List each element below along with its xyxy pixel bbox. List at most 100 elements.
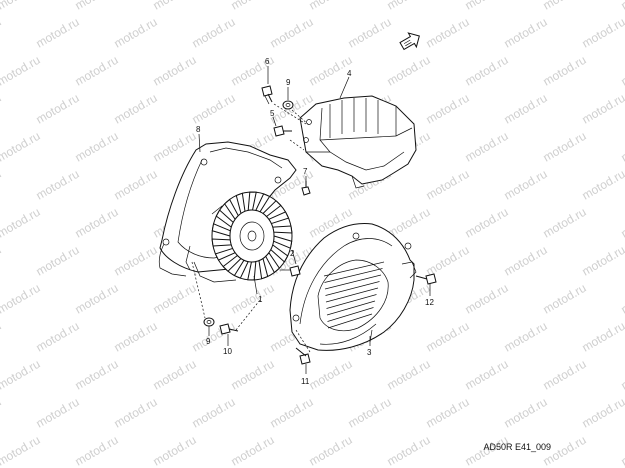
cooling-fan-part [211, 191, 293, 281]
watermark-text: motod.ru [385, 433, 433, 468]
watermark-text: motod.ru [0, 281, 43, 317]
grille-slat [327, 307, 374, 322]
watermark-text: motod.ru [112, 15, 160, 51]
watermark-text: motod.ru [424, 243, 472, 279]
watermark-text: motod.ru [151, 281, 199, 317]
watermark-text: motod.ru [112, 167, 160, 203]
watermark-text: motod.ru [34, 91, 82, 127]
watermark-text: motod.ru [619, 433, 625, 468]
watermark-text: motod.ru [0, 129, 43, 165]
callout-4: 4 [347, 69, 352, 78]
callout-10: 10 [223, 347, 232, 356]
watermark-text: motod.ru [229, 357, 277, 393]
watermark-text: motod.ru [463, 357, 511, 393]
watermark-text: motod.ru [541, 357, 589, 393]
callout-9b: 9 [206, 337, 211, 346]
watermark-text: motod.ru [502, 15, 550, 51]
watermark-text: motod.ru [34, 395, 82, 431]
watermark-text: motod.ru [229, 0, 277, 13]
fan-cover-part [289, 223, 417, 351]
watermark-text: motod.ru [619, 205, 625, 241]
bolt-11 [295, 347, 311, 365]
watermark-text: motod.ru [424, 167, 472, 203]
watermark-text: motod.ru [385, 0, 433, 13]
watermark-text: motod.ru [0, 205, 43, 241]
grille-slat [325, 287, 379, 303]
watermark-text: motod.ru [580, 91, 625, 127]
watermark-text: motod.ru [619, 281, 625, 317]
watermark-text: motod.ru [619, 53, 625, 89]
fan-blade [211, 238, 232, 247]
grille-slat [324, 274, 382, 290]
callout-5: 5 [270, 109, 275, 118]
grille-slat [327, 313, 373, 329]
watermark-text: motod.ru [73, 53, 121, 89]
watermark-text: motod.ru [502, 167, 550, 203]
callout-2: 2 [290, 249, 295, 258]
watermark-text: motod.ru [34, 167, 82, 203]
watermark-text: motod.ru [424, 319, 472, 355]
watermark-text: motod.ru [34, 319, 82, 355]
watermark-text: motod.ru [0, 395, 4, 431]
grille-slat [326, 294, 377, 309]
bolt-5 [273, 125, 292, 137]
watermark-text: motod.ru [229, 433, 277, 468]
watermark-text: motod.ru [580, 243, 625, 279]
watermark-text: motod.ru [541, 205, 589, 241]
watermark-text: motod.ru [0, 319, 4, 355]
watermark-text: motod.ru [385, 357, 433, 393]
callout-1: 1 [258, 295, 263, 304]
watermark-text: motod.ru [424, 15, 472, 51]
callout-6: 6 [265, 57, 270, 66]
bolt-12 [415, 273, 437, 285]
watermark-text: motod.ru [307, 0, 355, 13]
watermark-text: motod.ru [619, 0, 625, 13]
watermark-text: motod.ru [190, 91, 238, 127]
watermark-text: motod.ru [424, 91, 472, 127]
watermark-text: motod.ru [0, 167, 4, 203]
grille-slat [326, 300, 376, 316]
watermark-text: motod.ru [112, 243, 160, 279]
watermark-text: motod.ru [0, 91, 4, 127]
watermark-text: motod.ru [385, 53, 433, 89]
callout-8: 8 [196, 125, 201, 134]
watermark-text: motod.ru [424, 395, 472, 431]
callout-3: 3 [367, 348, 372, 357]
watermark-text: motod.ru [0, 0, 43, 13]
fan-blade [272, 225, 293, 234]
washer-9-lower [203, 317, 215, 327]
watermark-text: motod.ru [541, 0, 589, 13]
watermark-text: motod.ru [151, 357, 199, 393]
watermark-text: motod.ru [112, 91, 160, 127]
watermark-text: motod.ru [463, 281, 511, 317]
watermark-text: motod.ru [190, 15, 238, 51]
watermark-text: motod.ru [541, 53, 589, 89]
watermark-text: motod.ru [112, 319, 160, 355]
watermark-text: motod.ru [268, 15, 316, 51]
watermark-text: motod.ru [0, 433, 43, 468]
watermark-text: motod.ru [73, 0, 121, 13]
watermark-text: motod.ru [619, 129, 625, 165]
grille-slat [325, 281, 380, 296]
watermark-text: motod.ru [502, 319, 550, 355]
front-direction-arrow-icon [399, 32, 420, 51]
grille-slat [324, 268, 383, 283]
watermark-text: motod.ru [346, 395, 394, 431]
watermark-text: motod.ru [73, 129, 121, 165]
watermark-text: motod.ru [541, 129, 589, 165]
watermark-text: motod.ru [151, 433, 199, 468]
watermark-text: motod.ru [580, 319, 625, 355]
watermark-text: motod.ru [0, 53, 43, 89]
watermark-text: motod.ru [307, 357, 355, 393]
watermark-text: motod.ru [73, 281, 121, 317]
watermark-text: motod.ru [0, 357, 43, 393]
grille-slat [323, 261, 385, 277]
callout-11: 11 [301, 377, 310, 386]
watermark-text: motod.ru [0, 243, 4, 279]
watermark-text: motod.ru [463, 205, 511, 241]
watermark-text: motod.ru [346, 15, 394, 51]
washer-9-upper [282, 100, 294, 110]
watermark-text: motod.ru [268, 395, 316, 431]
